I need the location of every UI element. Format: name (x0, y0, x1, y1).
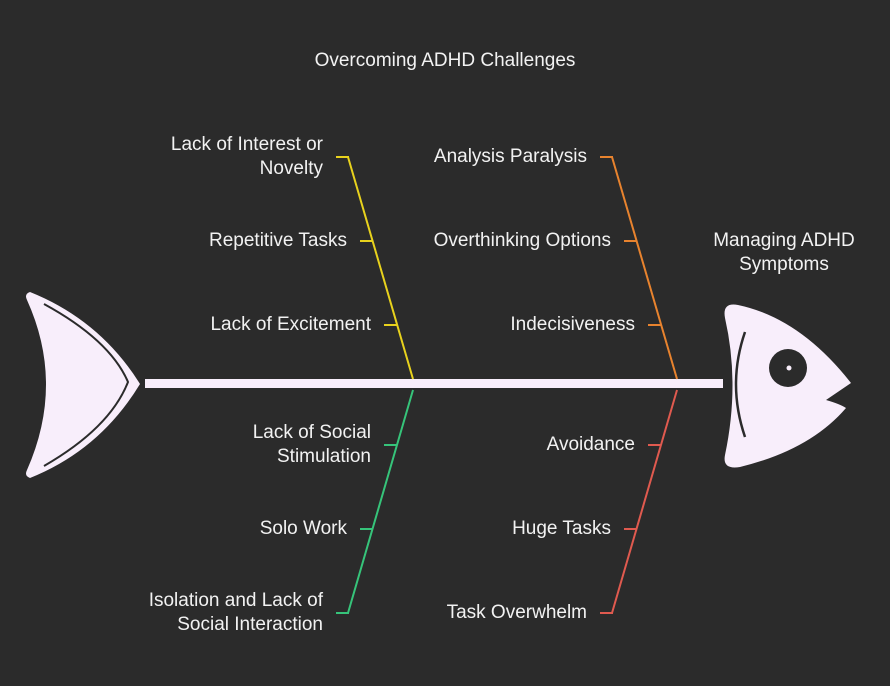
fish-eye-pupil (786, 365, 792, 371)
cause-analysis-paralysis: Analysis Paralysis (433, 146, 587, 167)
rib-bottom-left (347, 389, 414, 614)
cause-repetitive-tasks: Repetitive Tasks (209, 230, 347, 251)
cause-huge-tasks: Huge Tasks (512, 518, 611, 539)
cause-overthinking-options: Overthinking Options (433, 230, 611, 251)
fish-gill-line (734, 331, 747, 438)
cause-lack-of-excitement: Lack of Excitement (210, 314, 371, 335)
cause-isolation: Isolation and Lack of Social Interaction (148, 590, 323, 635)
diagram-title: Overcoming ADHD Challenges (314, 50, 576, 71)
cause-lack-of-social-stimulation: Lack of Social Stimulation (252, 422, 371, 467)
fish-spine (145, 379, 723, 388)
cause-lack-of-interest: Lack of Interest or Novelty (170, 134, 323, 179)
cause-solo-work: Solo Work (259, 518, 347, 539)
cause-avoidance: Avoidance (546, 434, 635, 455)
rib-top-right (611, 156, 678, 380)
effect-label: Managing ADHD Symptoms (713, 230, 855, 275)
cause-task-overwhelm: Task Overwhelm (446, 602, 587, 623)
rib-top-left (347, 156, 414, 380)
cause-indecisiveness: Indecisiveness (510, 314, 635, 335)
fish-tail-fin-line (43, 303, 130, 467)
fish-tail (26, 292, 140, 478)
rib-bottom-right (611, 389, 678, 614)
